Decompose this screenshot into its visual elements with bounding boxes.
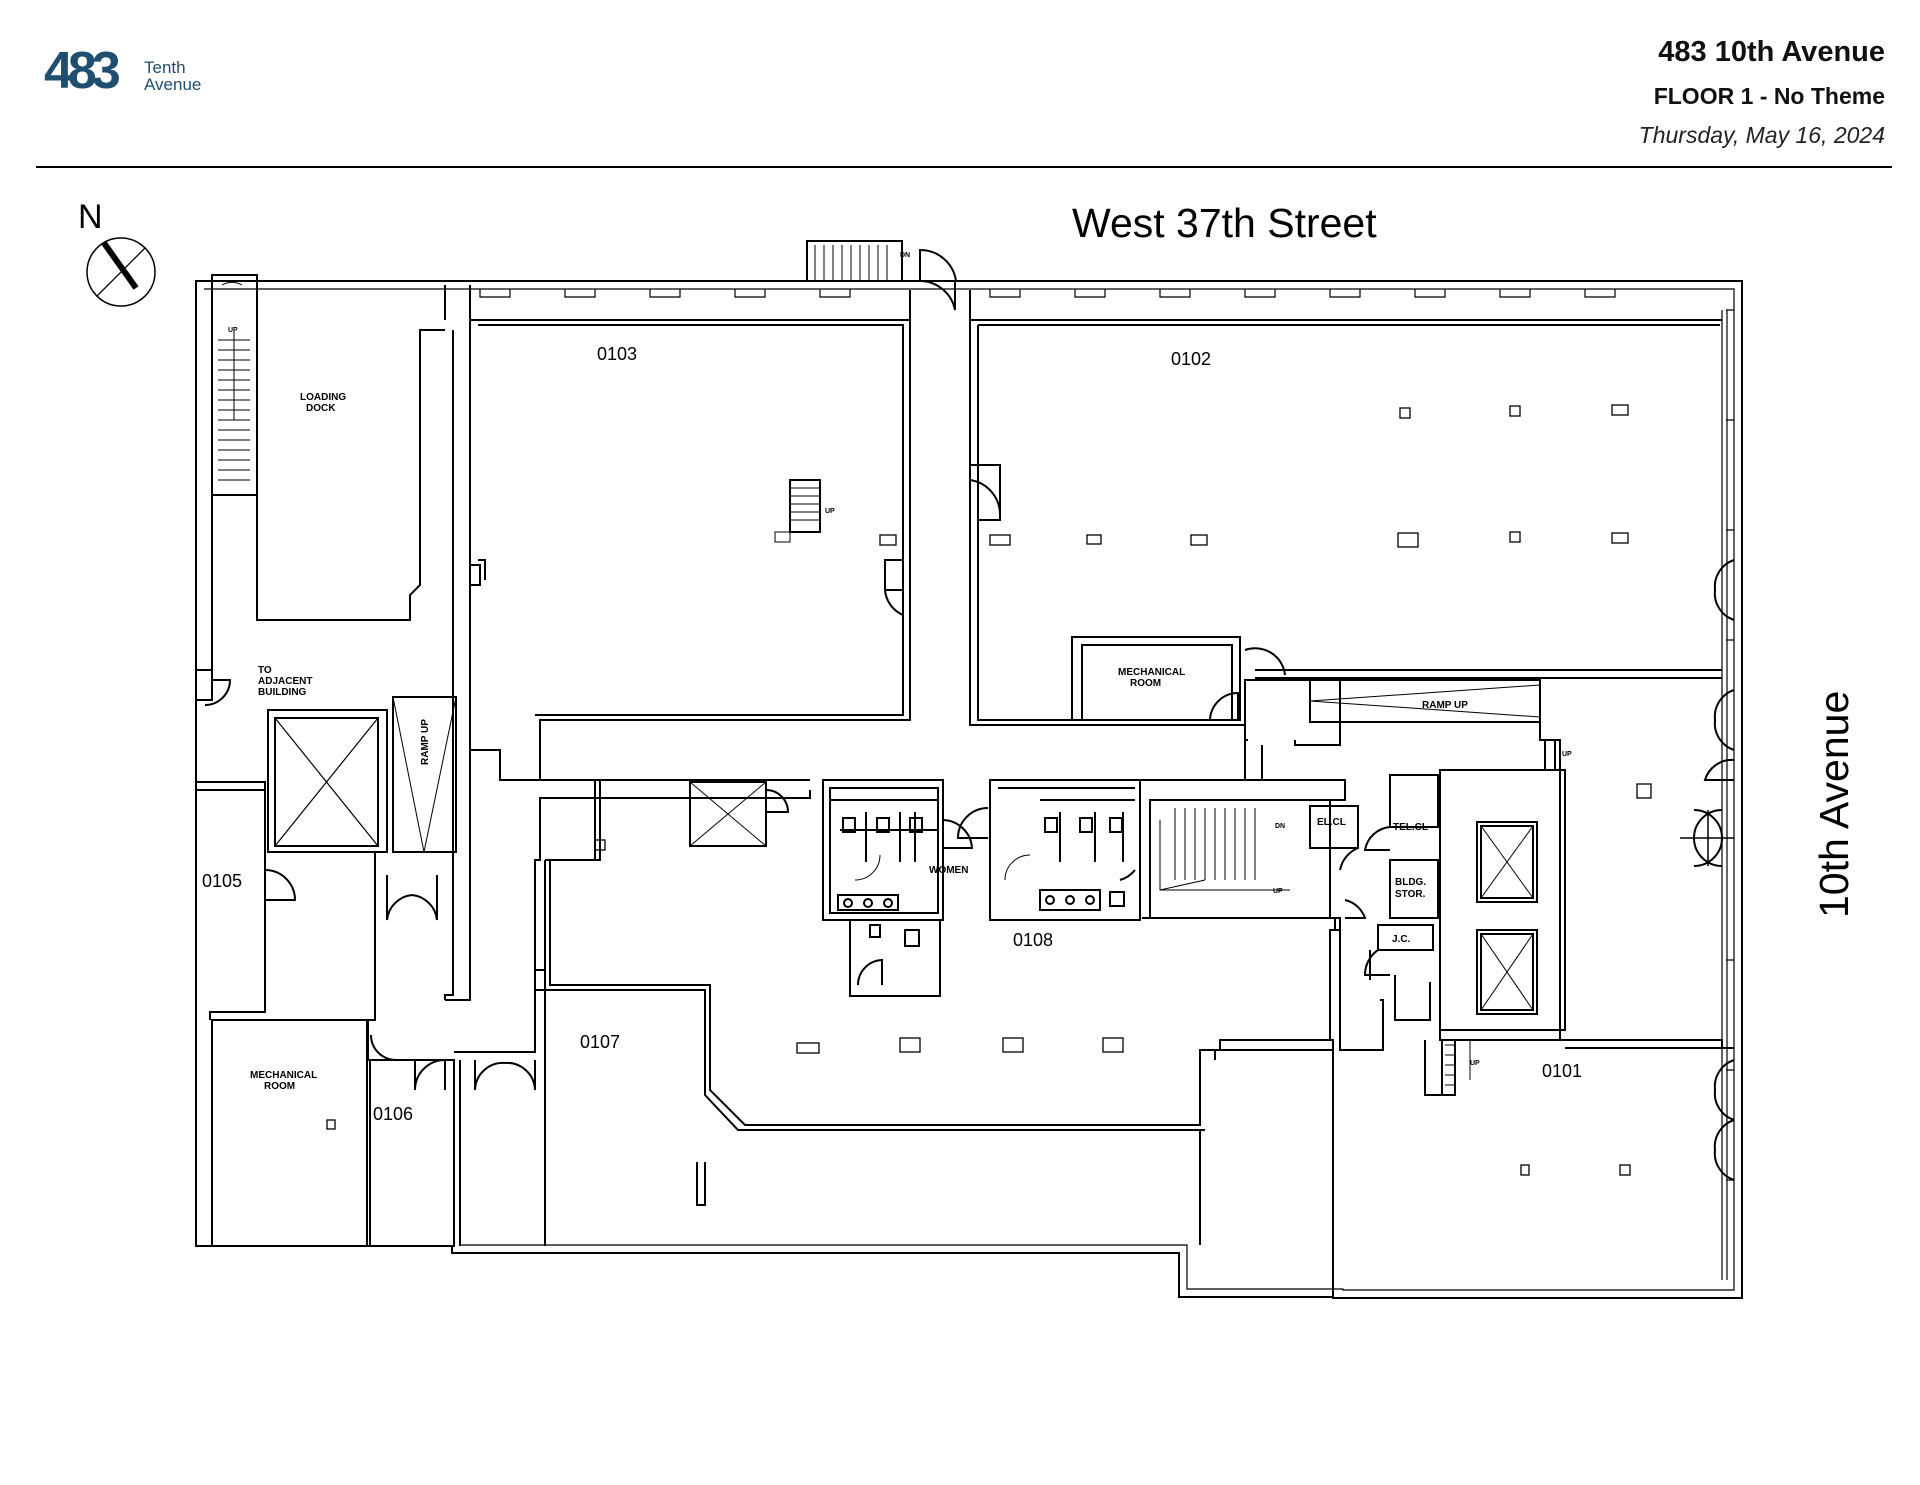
ramp-up-east-label: RAMP UP [1422,700,1468,711]
logo-number: 483 [44,42,120,100]
mechanical-room-label-2: ROOM [1130,678,1161,689]
header-divider [36,166,1892,168]
building-title: 483 10th Avenue [1658,36,1885,68]
stair-up-0103: UP [825,508,835,515]
room-0108-label: 0108 [1013,930,1053,950]
rear-extension [1178,1049,1334,1298]
mechanical-room-sw-label-1: MECHANICAL [250,1070,317,1081]
bldg-stor-label-2: STOR. [1395,889,1426,900]
stair-up-central: UP [1273,888,1283,895]
floor-title: FLOOR 1 - No Theme [1653,83,1885,109]
room-0106-label: 0106 [373,1104,413,1124]
compass-label: N [78,198,103,236]
room-0101-label: 0101 [1542,1061,1582,1081]
el-cl-label: EL.CL [1317,817,1346,828]
adjacent-label-2: ADJACENT [258,676,312,687]
tel-cl-label: TEL.CL [1393,822,1428,833]
adjacent-label-1: TO [258,665,272,676]
jc-label: J.C. [1392,934,1411,945]
street-east-label: 10th Avenue [1811,691,1857,918]
loading-dock-walls [256,329,445,621]
street-north-label: West 37th Street [1072,200,1377,246]
ramp-up-west-label: RAMP UP [420,719,431,765]
loading-dock-label-2: DOCK [306,403,336,414]
stair-up-east: UP [1470,1060,1480,1067]
ramp-up-marker: UP [1562,751,1572,758]
north-arrow-icon: N [78,198,156,307]
women-restroom-label: WOMEN [929,865,968,876]
bldg-stor-label-1: BLDG. [1395,877,1426,888]
loading-dock-label-1: LOADING [300,392,346,403]
room-0102-label: 0102 [1171,349,1211,369]
mechanical-room-label-1: MECHANICAL [1118,667,1185,678]
stair-dn-central: DN [1275,823,1285,830]
stair-dn-north: DN [900,252,910,259]
stair-up-west: UP [228,327,238,334]
room-0103-label: 0103 [597,344,637,364]
adjacent-label-3: BUILDING [258,687,307,698]
logo-word-avenue: Avenue [144,75,201,94]
room-0107-label: 0107 [580,1032,620,1052]
logo-word-tenth: Tenth [144,58,186,77]
building-logo: 483 Tenth Avenue [44,40,224,105]
page-header: 483 10th Avenue FLOOR 1 - No Theme Thurs… [1285,38,1885,147]
date-label: Thursday, May 16, 2024 [1638,122,1885,148]
mechanical-room-sw-label-2: ROOM [264,1081,295,1092]
room-0105-label: 0105 [202,871,242,891]
